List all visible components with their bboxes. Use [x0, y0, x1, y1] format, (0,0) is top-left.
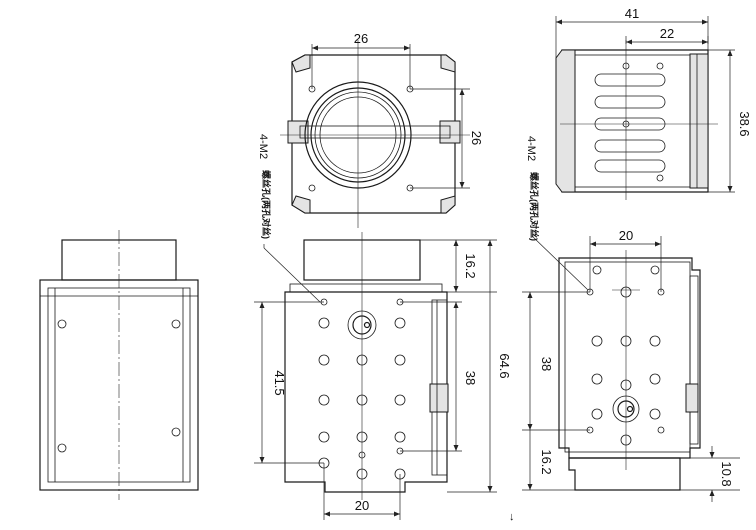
dim-rear-base-height: 10.8 [719, 461, 734, 486]
side-top-view: 41 22 38.6 [555, 6, 752, 200]
dim-side-total-width: 41 [625, 6, 639, 21]
dim-rear-lens-height: 16.2 [539, 449, 554, 474]
front-screw-desc: 螺丝孔(两孔对丝) [261, 170, 272, 239]
rear-screw-desc: 螺丝孔(两孔对丝) [529, 172, 540, 241]
front-main-view: 41.5 38 16.2 64.6 20 4-M2 螺丝孔(两孔对丝) [254, 134, 512, 520]
front-screw-code: 4-M2 [257, 134, 269, 159]
dim-front-top-width: 26 [354, 31, 368, 46]
rear-view: 20 38 16.2 10.8 4-M2 螺丝孔(两孔对丝) [522, 136, 740, 502]
left-side-view [39, 230, 199, 500]
front-top-view: 26 26 [280, 31, 484, 228]
corner-mark: ↓ [509, 511, 515, 523]
dim-rear-hole-span: 38 [539, 357, 554, 371]
dim-front-total-height: 64.6 [497, 353, 512, 378]
dim-front-top-height: 26 [469, 131, 484, 145]
dim-side-partial-width: 22 [660, 26, 674, 41]
dim-front-lens-height: 16.2 [463, 253, 478, 278]
dim-rear-width: 20 [619, 228, 633, 243]
dim-front-hole-span: 41.5 [272, 370, 287, 395]
rear-hole-grid [586, 265, 665, 446]
dim-side-height: 38.6 [737, 111, 752, 136]
dim-front-right-span: 38 [463, 371, 478, 385]
rear-screw-code: 4-M2 [525, 136, 537, 161]
side-slots [594, 73, 666, 173]
dim-front-bottom-width: 20 [355, 498, 369, 513]
